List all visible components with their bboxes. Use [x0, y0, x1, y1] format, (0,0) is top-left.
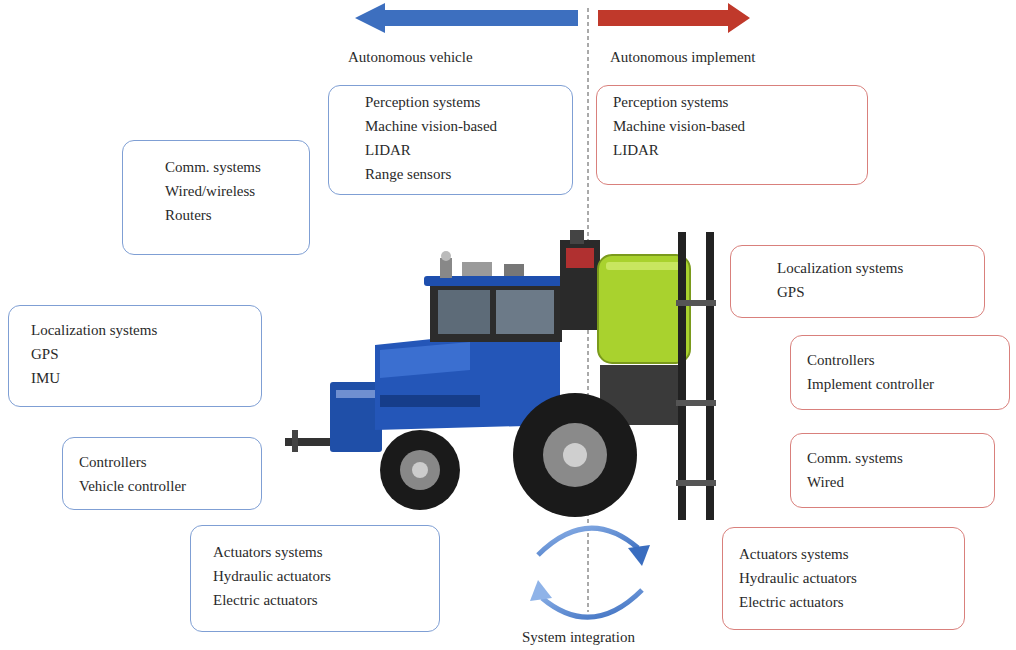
tractor-illustration	[285, 230, 716, 520]
system-box: Perception systemsMachine vision-basedLI…	[596, 85, 868, 185]
box-item: Electric actuators	[739, 590, 948, 614]
system-box: Comm. systemsWired	[790, 433, 995, 508]
box-heading: Perception systems	[613, 90, 851, 114]
box-item: Hydraulic actuators	[739, 566, 948, 590]
box-item: LIDAR	[365, 138, 556, 162]
box-item: Implement controller	[807, 372, 993, 396]
integration-label: System integration	[520, 628, 637, 646]
system-box: Comm. systemsWired/wirelessRouters	[122, 140, 310, 255]
box-heading: Localization systems	[31, 318, 245, 342]
box-heading: Controllers	[79, 450, 245, 474]
box-heading: Controllers	[807, 348, 993, 372]
box-item: Machine vision-based	[365, 114, 556, 138]
box-item: Electric actuators	[213, 588, 423, 612]
box-item: GPS	[31, 342, 245, 366]
direction-label: Autonomous implement	[608, 48, 757, 66]
system-box: Localization systemsGPS	[730, 245, 985, 318]
implement-arrow	[598, 3, 750, 33]
box-heading: Comm. systems	[807, 446, 978, 470]
system-box: Actuators systemsHydraulic actuatorsElec…	[190, 525, 440, 632]
box-item: GPS	[777, 280, 968, 304]
box-heading: Actuators systems	[213, 540, 423, 564]
box-heading: Comm. systems	[165, 155, 293, 179]
box-item: Vehicle controller	[79, 474, 245, 498]
box-item: Routers	[165, 203, 293, 227]
box-item: Wired	[807, 470, 978, 494]
box-item: IMU	[31, 366, 245, 390]
system-box: ControllersImplement controller	[790, 335, 1010, 410]
system-box: Perception systemsMachine vision-basedLI…	[328, 85, 573, 195]
system-box: Actuators systemsHydraulic actuatorsElec…	[722, 527, 965, 630]
box-heading: Perception systems	[365, 90, 556, 114]
direction-label: Autonomous vehicle	[346, 48, 475, 66]
box-item: Hydraulic actuators	[213, 564, 423, 588]
box-heading: Actuators systems	[739, 542, 948, 566]
box-heading: Localization systems	[777, 256, 968, 280]
box-item: Wired/wireless	[165, 179, 293, 203]
cycle-arrowhead	[628, 545, 650, 566]
system-box: Localization systemsGPSIMU	[8, 305, 262, 407]
box-item: Machine vision-based	[613, 114, 851, 138]
system-box: ControllersVehicle controller	[62, 437, 262, 510]
vehicle-arrow	[355, 3, 578, 33]
cycle-arrows	[538, 528, 642, 617]
cycle-arrowhead	[530, 580, 552, 601]
box-item: LIDAR	[613, 138, 851, 162]
box-item: Range sensors	[365, 162, 556, 186]
